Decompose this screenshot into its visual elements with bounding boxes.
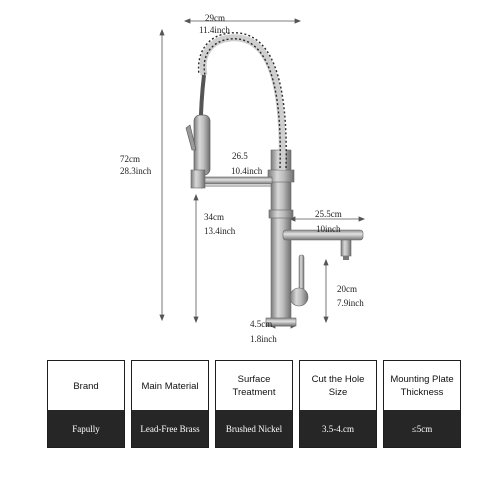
height-inch-label: 28.3inch	[120, 166, 152, 176]
product-diagram: 29cm 11.4inch 72cm 28.3inch 26.5 10.4inc…	[120, 13, 366, 344]
spec-table: Brand Fapully Main Material Lead-Free Br…	[45, 360, 465, 450]
spec-value: Brushed Nickel	[216, 410, 292, 447]
spray-reach-cm-label: 26.5	[232, 151, 248, 161]
spec-card-brand: Brand Fapully	[47, 360, 125, 448]
spec-value: 3.5-4.cm	[300, 410, 376, 447]
base-diameter-inch-label: 1.8inch	[250, 334, 277, 344]
base-diameter-cm-label: 4.5cm	[250, 319, 273, 329]
faucet-illustration	[159, 18, 366, 329]
spec-value: Lead-Free Brass	[132, 410, 208, 447]
spout-height-inch-label: 13.4inch	[204, 226, 236, 236]
spout-height-cm-label: 34cm	[204, 212, 224, 222]
spec-card-surface: Surface Treatment Brushed Nickel	[215, 360, 293, 448]
spec-label: Main Material	[141, 380, 199, 392]
width-inch-label: 11.4inch	[199, 25, 230, 35]
spec-card-material: Main Material Lead-Free Brass	[131, 360, 209, 448]
spec-label: Cut the Hole Size	[311, 374, 365, 398]
spec-label: Mounting Plate Thickness	[390, 374, 454, 398]
spec-card-hole-size: Cut the Hole Size 3.5-4.cm	[299, 360, 377, 448]
handle-height-cm-label: 20cm	[337, 284, 357, 294]
spray-reach-inch-label: 10.4inch	[231, 166, 263, 176]
spec-value: ≤5cm	[384, 410, 460, 447]
height-cm-label: 72cm	[120, 154, 140, 164]
spec-label: Surface Treatment	[232, 374, 276, 398]
handle-height-inch-label: 7.9inch	[337, 298, 364, 308]
spec-label: Brand	[73, 380, 99, 392]
spec-card-plate-thickness: Mounting Plate Thickness ≤5cm	[383, 360, 461, 448]
spout-reach-inch-label: 10inch	[316, 224, 341, 234]
spout-reach-cm-label: 25.5cm	[315, 209, 342, 219]
width-cm-label: 29cm	[205, 13, 225, 23]
spec-value: Fapully	[48, 410, 124, 447]
